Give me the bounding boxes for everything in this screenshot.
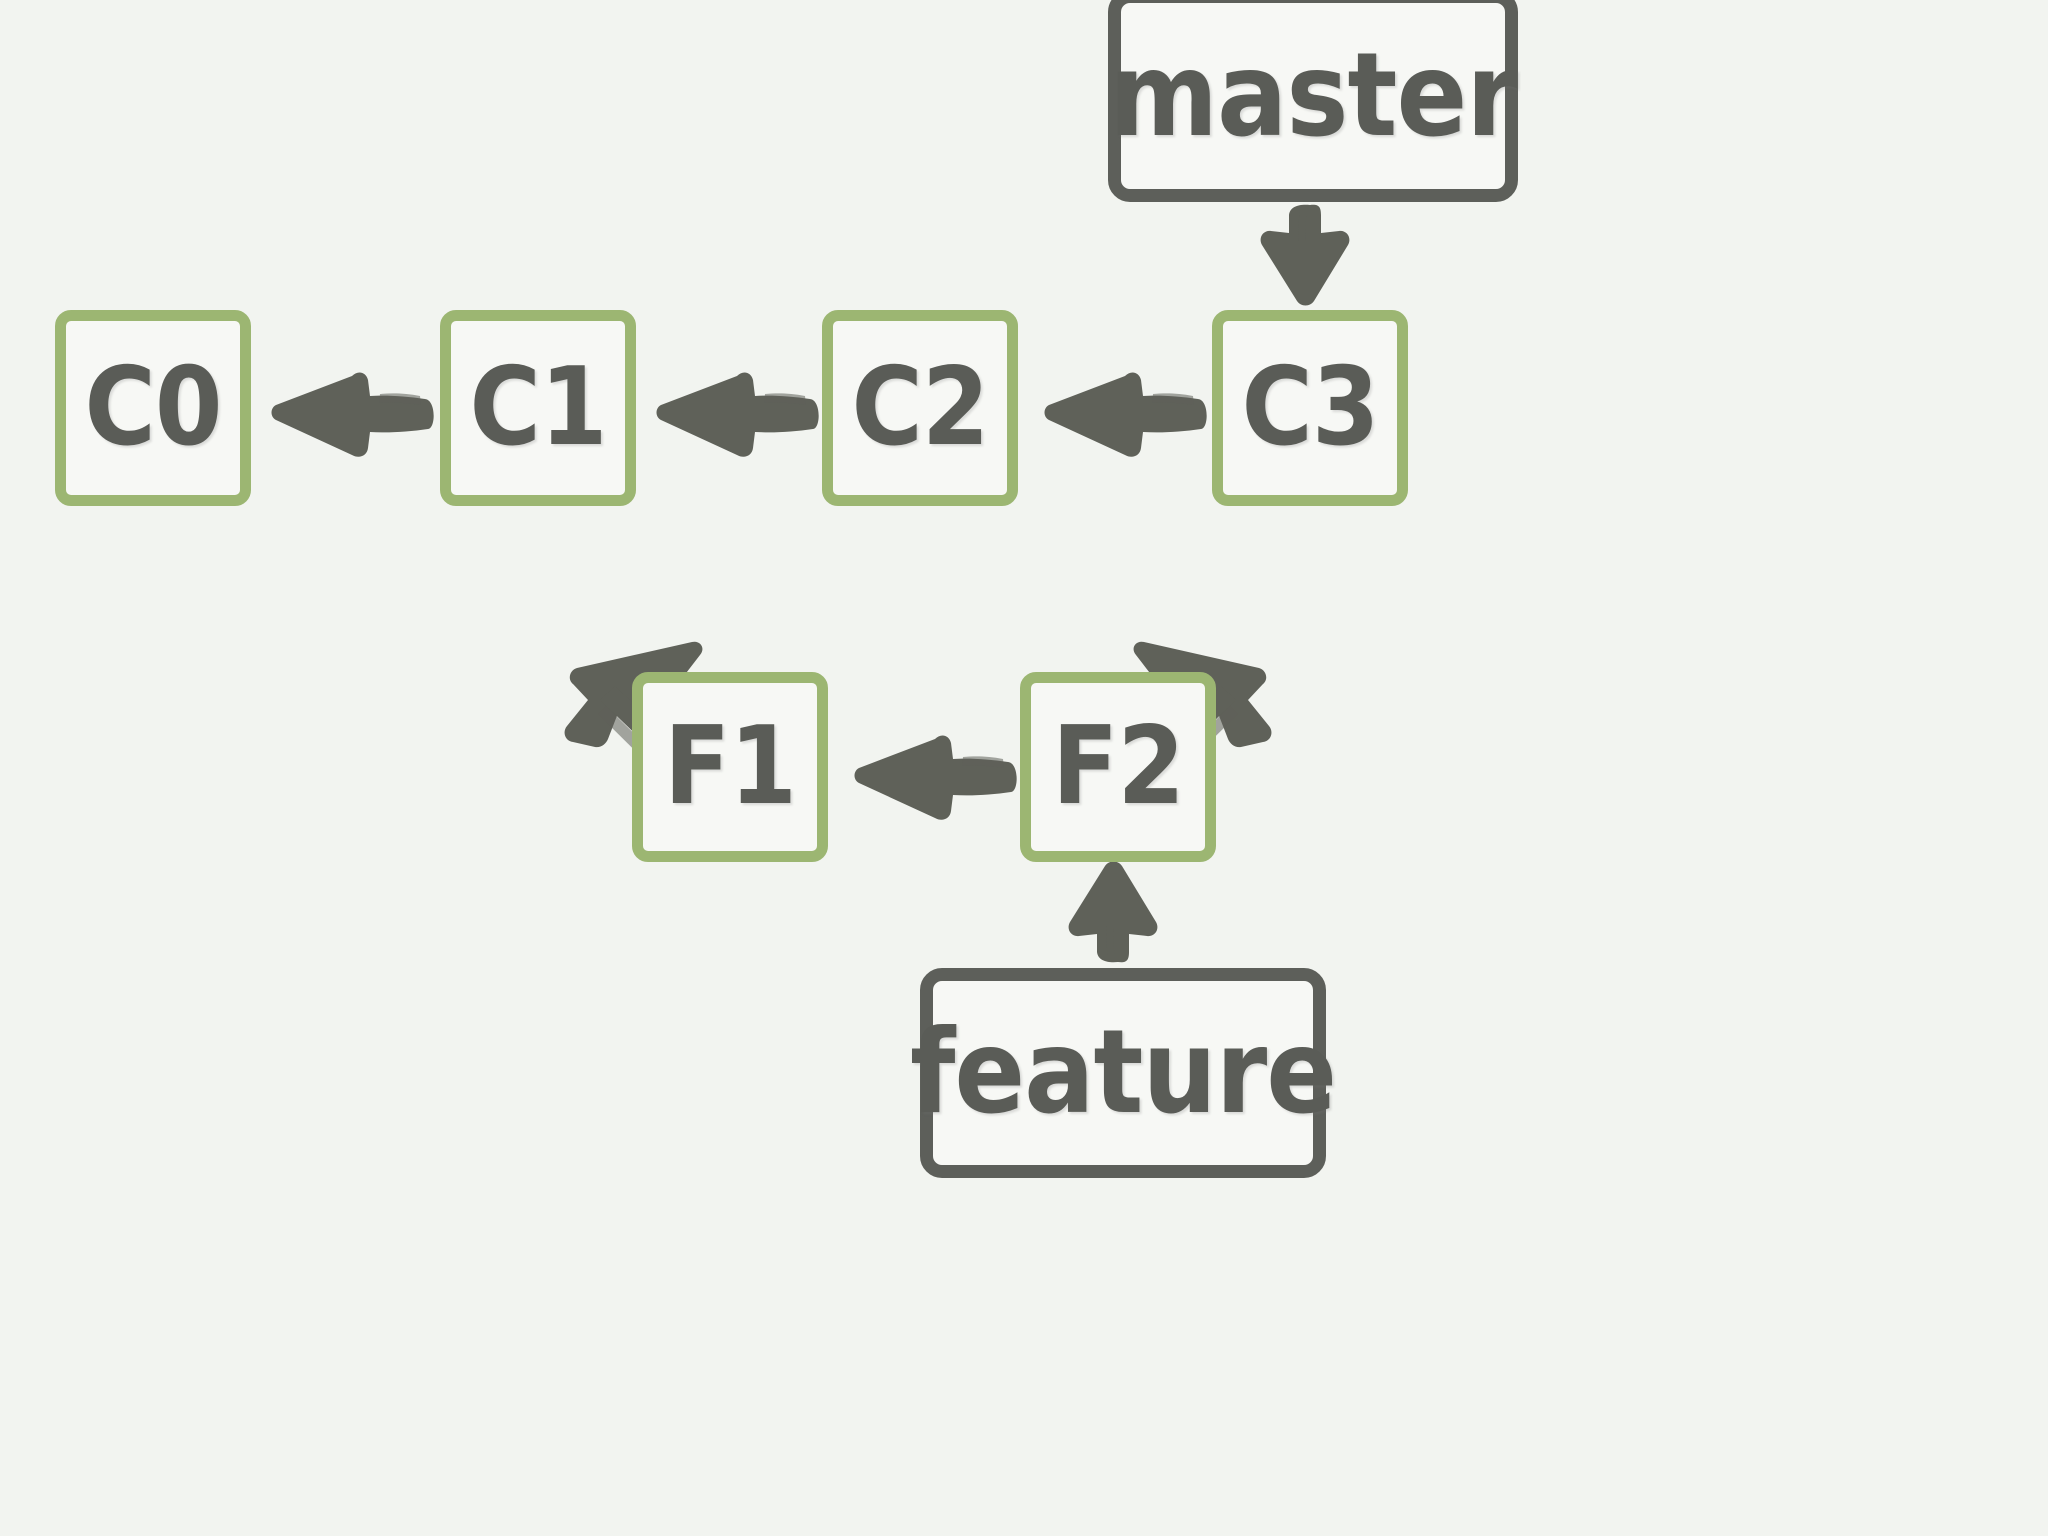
branch-node-master[interactable]: master (1108, 0, 1518, 202)
commit-node-c0[interactable]: C0 (55, 310, 251, 506)
commit-node-c2[interactable]: C2 (822, 310, 1018, 506)
commit-label-c3: C3 (1241, 345, 1380, 470)
commit-node-c1[interactable]: C1 (440, 310, 636, 506)
commit-node-f2[interactable]: F2 (1020, 672, 1216, 862)
branch-node-feature[interactable]: feature (910, 968, 1337, 1178)
arrow-c2-to-c1 (656, 372, 819, 457)
commit-label-f1: F1 (664, 704, 797, 829)
commit-node-c3[interactable]: C3 (1212, 310, 1408, 506)
commit-label-c0: C0 (84, 345, 223, 470)
commit-label-c1: C1 (469, 345, 608, 470)
branch-label-feature: feature (909, 1005, 1337, 1140)
arrow-f2-to-f1 (854, 735, 1017, 820)
arrow-c1-to-c0 (271, 372, 434, 457)
branch-label-master: master (1109, 28, 1517, 163)
arrow-feature-to-f2 (1068, 861, 1158, 963)
commit-node-f1[interactable]: F1 (632, 672, 828, 862)
commit-label-c2: C2 (851, 345, 990, 470)
arrow-c3-to-c2 (1044, 372, 1207, 457)
commit-label-f2: F2 (1052, 704, 1185, 829)
arrow-master-to-c3 (1260, 204, 1350, 306)
